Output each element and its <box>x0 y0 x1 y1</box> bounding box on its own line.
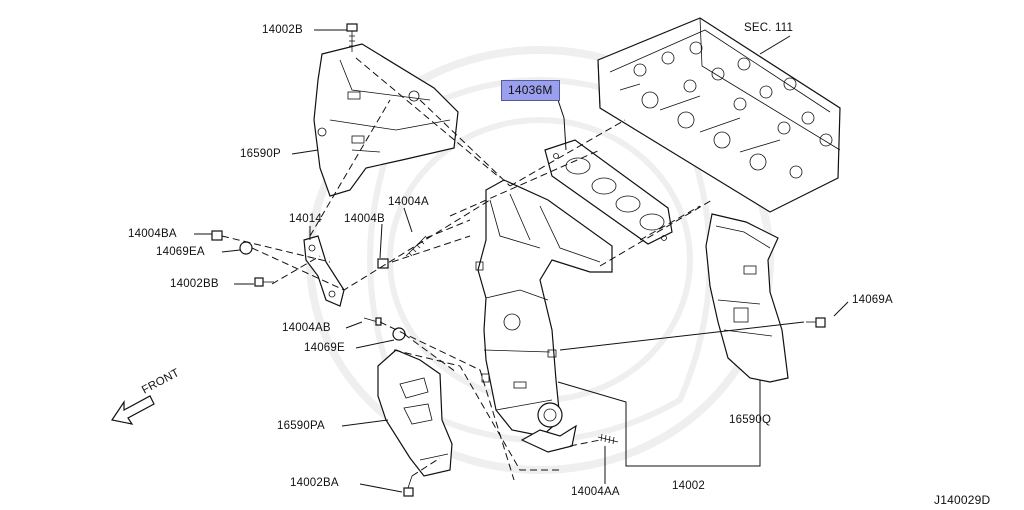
lower-heat-insulator[interactable] <box>377 349 453 477</box>
washer-14069e[interactable] <box>392 327 406 341</box>
part-label-14069a[interactable]: 14069A <box>852 294 893 306</box>
leader-lines <box>194 29 849 493</box>
part-label-14004a[interactable]: 14004A <box>388 196 429 208</box>
part-label-16590pa[interactable]: 16590PA <box>277 420 325 432</box>
stud-14004a[interactable] <box>405 235 427 257</box>
part-label-14004aa[interactable]: 14004AA <box>571 486 620 498</box>
part-label-14002ba[interactable]: 14002BA <box>290 477 339 489</box>
part-label-14004ab[interactable]: 14004AB <box>282 322 331 334</box>
right-heat-insulator[interactable] <box>705 213 789 383</box>
nut-14004b[interactable] <box>377 258 389 269</box>
assembly-lines <box>221 57 713 481</box>
part-label-14002[interactable]: 14002 <box>672 480 705 492</box>
cylinder-head[interactable] <box>597 17 841 213</box>
front-arrow-icon <box>111 395 155 425</box>
part-label-14002b[interactable]: 14002B <box>262 24 303 36</box>
bolt-14002ba[interactable] <box>403 475 414 497</box>
nut-14004ba[interactable] <box>211 230 223 241</box>
bolt-14002bb[interactable] <box>254 277 274 287</box>
bolt-14002b[interactable] <box>346 23 358 52</box>
stud-14004aa[interactable] <box>597 433 619 445</box>
manifold-gasket[interactable] <box>544 139 673 245</box>
washer-14069ea[interactable] <box>239 241 253 255</box>
part-label-14036m[interactable]: 14036M <box>501 80 560 101</box>
bracket-14014[interactable] <box>303 235 345 307</box>
section-reference: SEC. 111 <box>744 22 794 34</box>
part-label-16590q[interactable]: 16590Q <box>729 414 772 426</box>
part-label-16590p[interactable]: 16590P <box>240 148 281 160</box>
part-label-14069e[interactable]: 14069E <box>304 342 345 354</box>
part-label-14069ea[interactable]: 14069EA <box>156 246 205 258</box>
part-label-14004b[interactable]: 14004B <box>344 213 385 225</box>
stud-14004ab[interactable] <box>363 317 382 326</box>
part-label-14014[interactable]: 14014 <box>289 213 322 225</box>
washer-14069a[interactable] <box>806 317 826 328</box>
part-label-14002bb[interactable]: 14002BB <box>170 278 219 290</box>
exhaust-manifold[interactable] <box>475 179 613 453</box>
upper-heat-insulator[interactable] <box>313 43 459 197</box>
part-label-14004ba[interactable]: 14004BA <box>128 228 177 240</box>
diagram-id: J140029D <box>934 493 991 507</box>
